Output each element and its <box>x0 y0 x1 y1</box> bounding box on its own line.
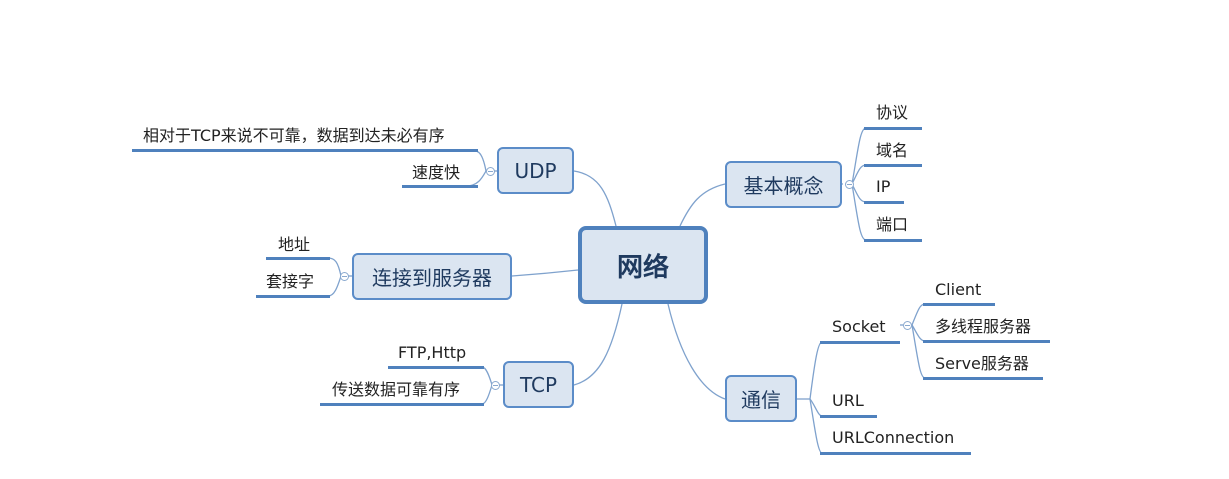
underline <box>402 185 478 188</box>
leaf-socket-serve: Serve服务器 <box>935 354 1029 373</box>
leaf-comm-urlconnection: URLConnection <box>832 428 955 447</box>
topic-comm[interactable]: 通信 <box>725 375 797 422</box>
topic-tcp[interactable]: TCP <box>503 361 574 408</box>
underline <box>923 303 995 306</box>
leaf-tcp-ftp-http: FTP,Http <box>398 343 467 362</box>
root-label: 网络 <box>616 252 669 283</box>
topic-tcp-label: TCP <box>519 372 558 397</box>
underline <box>820 452 971 455</box>
leaf-basic-ip: IP <box>876 177 891 196</box>
leaf-basic-domain: 域名 <box>876 141 909 160</box>
underline <box>256 295 330 298</box>
collapse-connect-icon[interactable] <box>340 272 349 281</box>
topic-udp-label: UDP <box>514 158 557 183</box>
leaf-socket-client: Client <box>935 280 982 299</box>
underline <box>923 340 1050 343</box>
topic-basic[interactable]: 基本概念 <box>725 161 842 208</box>
underline <box>266 257 330 260</box>
topic-connect[interactable]: 连接到服务器 <box>352 253 512 300</box>
leaf-socket-multithread: 多线程服务器 <box>935 317 1032 336</box>
underline <box>132 149 478 152</box>
leaf-udp-unreliable: 相对于TCP来说不可靠，数据到达未必有序 <box>143 126 445 145</box>
underline <box>864 127 922 130</box>
underline <box>923 377 1043 380</box>
leaf-comm-socket: Socket <box>832 317 886 336</box>
topic-basic-label: 基本概念 <box>743 174 824 198</box>
underline <box>320 403 484 406</box>
leaf-connect-address: 地址 <box>278 235 311 254</box>
connector-root-basic <box>679 183 726 227</box>
leaf-tcp-reliable: 传送数据可靠有序 <box>332 380 461 399</box>
connector-root-comm <box>667 303 726 400</box>
leaf-basic-protocol: 协议 <box>876 103 909 122</box>
root-node[interactable]: 网络 <box>578 226 708 304</box>
underline <box>388 366 484 369</box>
underline <box>864 164 922 167</box>
underline <box>820 415 877 418</box>
leaf-basic-port: 端口 <box>876 215 909 234</box>
underline <box>864 239 922 242</box>
leaf-comm-url: URL <box>832 391 864 410</box>
topic-connect-label: 连接到服务器 <box>372 266 492 290</box>
collapse-tcp-icon[interactable] <box>491 381 500 390</box>
topic-udp[interactable]: UDP <box>497 147 574 194</box>
leaf-connect-socket: 套接字 <box>266 272 315 291</box>
connector-root-udp <box>573 170 617 227</box>
connector-root-connect <box>511 269 579 277</box>
connector-root-tcp <box>573 303 623 386</box>
collapse-basic-icon[interactable] <box>845 180 854 189</box>
underline <box>820 341 900 344</box>
leaf-udp-fast: 速度快 <box>412 163 461 182</box>
collapse-udp-icon[interactable] <box>486 167 495 176</box>
collapse-socket-icon[interactable] <box>903 321 912 330</box>
topic-comm-label: 通信 <box>741 388 781 412</box>
underline <box>864 201 904 204</box>
